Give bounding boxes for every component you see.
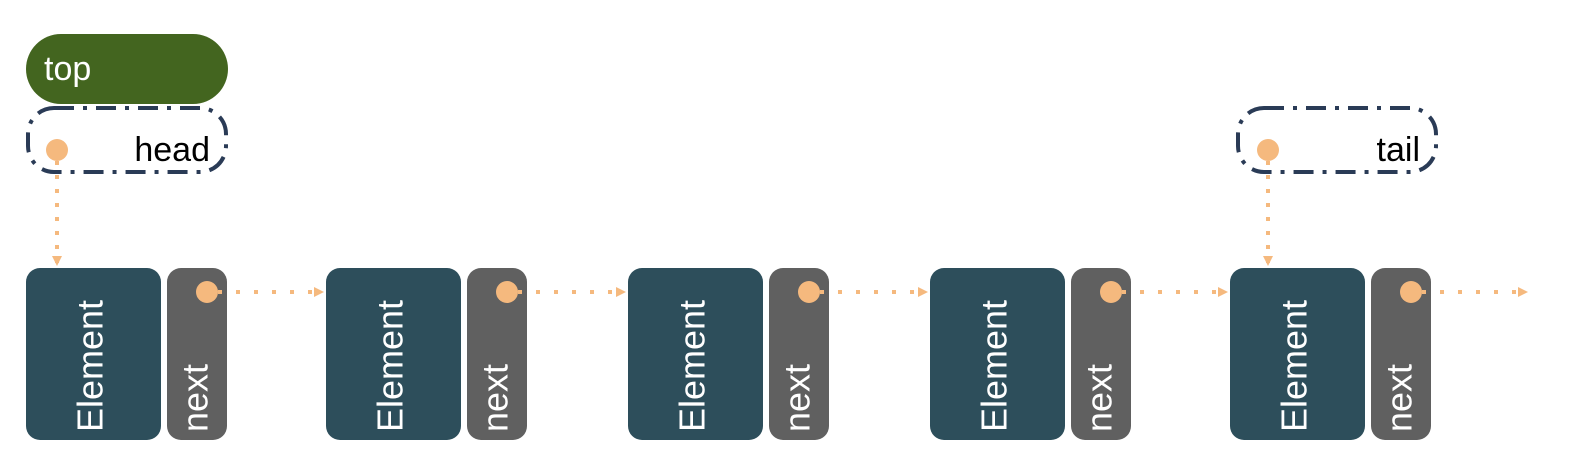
tail-outline [1236,106,1438,174]
next-pointer-dot [798,281,820,303]
element-label: Element [1274,300,1315,432]
next-box [167,268,227,440]
node-3: Element next [628,268,928,440]
next-label: next [475,364,516,432]
head-pointer: head [26,106,228,266]
element-label: Element [974,300,1015,432]
node-4: Element next [930,268,1228,440]
element-box [930,268,1065,440]
next-label: next [175,364,216,432]
next-label: next [1079,364,1120,432]
next-box [769,268,829,440]
next-pointer-dot [496,281,518,303]
element-box [326,268,461,440]
next-pointer-dot [196,281,218,303]
next-box [1371,268,1431,440]
next-box [1071,268,1131,440]
next-label: next [777,364,818,432]
head-label: head [134,131,210,169]
next-box [467,268,527,440]
head-outline [26,106,228,174]
top-pointer: top [26,34,228,104]
head-pointer-dot [46,139,68,161]
tail-pointer-dot [1257,139,1279,161]
next-pointer-dot [1100,281,1122,303]
element-label: Element [70,300,111,432]
next-pointer-dot [1400,281,1422,303]
element-label: Element [672,300,713,432]
tail-label: tail [1377,131,1420,169]
node-1: Element next [26,268,324,440]
node-5: Element next [1230,268,1528,440]
node-2: Element next [326,268,626,440]
element-box [26,268,161,440]
element-label: Element [370,300,411,432]
tail-pointer: tail [1236,106,1438,266]
top-label: top [44,50,91,88]
next-label: next [1379,364,1420,432]
element-box [1230,268,1365,440]
top-pill [26,34,228,104]
element-box [628,268,763,440]
